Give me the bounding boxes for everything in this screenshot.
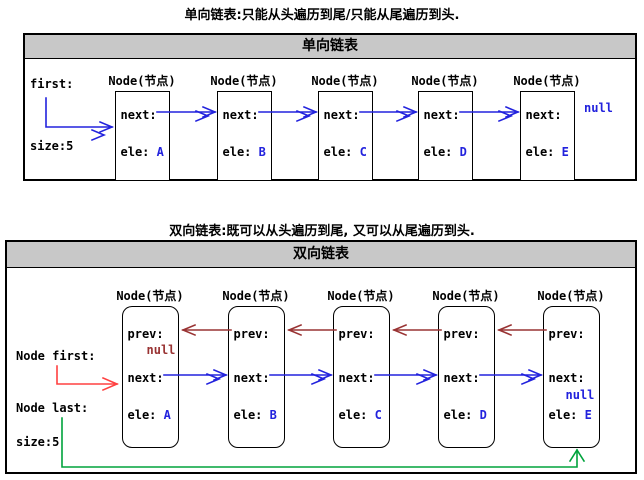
- node-card: Node(节点) prev: next: ele: D: [422, 287, 510, 448]
- node-type-label: Node(节点): [108, 74, 176, 88]
- next-field-label: next:: [323, 108, 360, 122]
- node-card: Node(节点) prev: next: ele: B: [212, 287, 300, 448]
- ele-value: B: [269, 408, 277, 422]
- ele-field-label: ele:: [443, 408, 480, 422]
- ele-field-label: ele:: [233, 408, 270, 422]
- node-box: next: ele: A: [114, 91, 170, 181]
- node-box: prev: next: ele: B: [227, 306, 285, 448]
- next-field-label: next:: [233, 371, 270, 385]
- node-last-pointer-label: Node last:: [16, 401, 89, 415]
- size-label: size:5: [30, 139, 74, 153]
- node-card: Node(节点) prev: next: null ele: E: [527, 287, 615, 448]
- node-card: Node(节点) next: ele: E: [503, 72, 591, 181]
- node-box: next: ele: E: [519, 91, 575, 181]
- node-type-label: Node(节点): [327, 289, 395, 303]
- first-pointer-label: first:: [30, 77, 74, 91]
- prev-field-label: prev:: [443, 327, 480, 341]
- next-field-label: next:: [548, 371, 585, 385]
- node-card: Node(节点) prev: next: ele: C: [317, 287, 405, 448]
- node-box: prev: next: ele: D: [437, 306, 495, 448]
- next-field-label: next:: [423, 108, 460, 122]
- ele-value: A: [163, 408, 171, 422]
- ele-field-label: ele:: [548, 408, 585, 422]
- ele-field-label: ele:: [338, 408, 375, 422]
- node-card: Node(节点) next: ele: B: [200, 72, 288, 181]
- node-card: Node(节点) next: ele: D: [401, 72, 489, 181]
- node-type-label: Node(节点): [222, 289, 290, 303]
- node-box: prev: next: ele: C: [332, 306, 390, 448]
- next-field-label: next:: [338, 371, 375, 385]
- ele-field: ele: A: [128, 408, 171, 422]
- node-first-pointer-label: Node first:: [16, 349, 96, 363]
- ele-field-label: ele:: [423, 145, 460, 159]
- singly-list-box-header: 单向链表: [25, 35, 635, 59]
- node-type-label: Node(节点): [411, 74, 479, 88]
- node-card: Node(节点) next: ele: C: [301, 72, 389, 181]
- ele-value: A: [156, 145, 164, 159]
- ele-field: ele: E: [526, 145, 569, 159]
- ele-field: ele: B: [223, 145, 266, 159]
- next-field-label: next:: [525, 108, 562, 122]
- ele-value: E: [584, 408, 592, 422]
- node-box: next: ele: C: [317, 91, 373, 181]
- node-card: Node(节点) next: ele: A: [98, 72, 186, 181]
- prev-field-label: prev:: [127, 327, 164, 341]
- prev-field-label: prev:: [548, 327, 585, 341]
- prev-field-label: prev:: [233, 327, 270, 341]
- node-box: prev: next: null ele: E: [542, 306, 600, 448]
- node-type-label: Node(节点): [210, 74, 278, 88]
- ele-value: C: [374, 408, 382, 422]
- ele-field-label: ele:: [120, 145, 157, 159]
- ele-field-label: ele:: [222, 145, 259, 159]
- node-type-label: Node(节点): [432, 289, 500, 303]
- null-label: null: [584, 101, 613, 115]
- ele-field: ele: E: [549, 408, 592, 422]
- ele-field: ele: B: [234, 408, 277, 422]
- ele-value: C: [359, 145, 367, 159]
- prev-field-label: prev:: [338, 327, 375, 341]
- doubly-list-title: 双向链表:既可以从头遍历到尾, 又可以从尾遍历到头.: [169, 224, 475, 239]
- singly-list-title: 单向链表:只能从头遍历到尾/只能从尾遍历到头.: [184, 8, 460, 23]
- ele-field: ele: A: [121, 145, 164, 159]
- prev-null-label: null: [146, 343, 176, 357]
- node-box: next: ele: B: [216, 91, 272, 181]
- node-box: prev: null next: ele: A: [121, 306, 179, 448]
- ele-value: B: [258, 145, 266, 159]
- size-label: size:5: [16, 435, 60, 449]
- next-field-label: next:: [127, 371, 164, 385]
- ele-value: E: [561, 145, 569, 159]
- node-box: next: ele: D: [417, 91, 473, 181]
- doubly-list-box-header: 双向链表: [7, 242, 635, 268]
- ele-field: ele: C: [339, 408, 382, 422]
- next-null-label: null: [565, 388, 595, 402]
- ele-field-label: ele:: [525, 145, 562, 159]
- next-field-label: next:: [222, 108, 259, 122]
- ele-value: D: [479, 408, 487, 422]
- ele-field: ele: D: [424, 145, 467, 159]
- ele-field-label: ele:: [323, 145, 360, 159]
- ele-field: ele: C: [324, 145, 367, 159]
- ele-value: D: [459, 145, 467, 159]
- next-field-label: next:: [443, 371, 480, 385]
- next-field-label: next:: [120, 108, 157, 122]
- node-card: Node(节点) prev: null next: ele: A: [106, 287, 194, 448]
- ele-field: ele: D: [444, 408, 487, 422]
- ele-field-label: ele:: [127, 408, 164, 422]
- node-type-label: Node(节点): [513, 74, 581, 88]
- node-type-label: Node(节点): [311, 74, 379, 88]
- node-type-label: Node(节点): [537, 289, 605, 303]
- node-type-label: Node(节点): [116, 289, 184, 303]
